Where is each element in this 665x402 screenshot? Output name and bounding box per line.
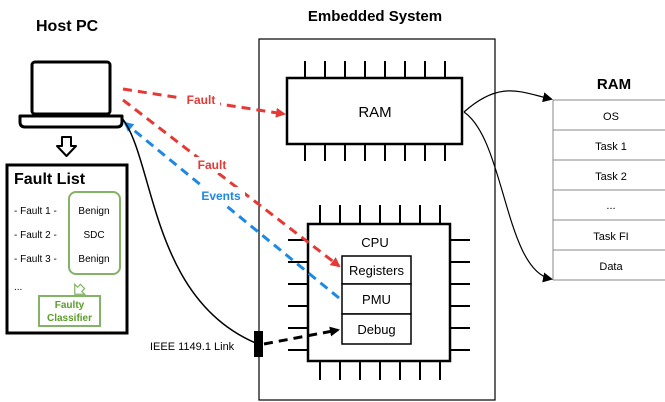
debug-label: Debug: [357, 322, 395, 337]
fault-list-title: Fault List: [14, 171, 86, 188]
classifier-label-line1: Faulty: [55, 300, 85, 311]
ram-map-row: Task 1: [595, 141, 627, 153]
fault-label: - Fault 2 -: [14, 230, 57, 241]
fault-list-panel: Fault List - Fault 1 - Benign - Fault 2 …: [5, 163, 129, 335]
embedded-system-title: Embedded System: [308, 8, 442, 25]
fault-result: Benign: [78, 254, 109, 265]
jtag-debug-arrow: [263, 326, 340, 346]
fault-ram-label-bg: [182, 92, 220, 108]
ram-chip-pins: [304, 61, 446, 161]
ram-map-row: ...: [606, 200, 615, 212]
pmu-label: PMU: [362, 292, 391, 307]
laptop-icon: [18, 60, 124, 129]
fault-registers-arrow: [122, 98, 341, 268]
fault-result: Benign: [78, 206, 109, 217]
jtag-connector: [254, 331, 263, 357]
events-label-bg: [197, 187, 245, 204]
classifier-label-line2: Classifier: [47, 313, 92, 324]
fault-label: - Fault 1 -: [14, 206, 57, 217]
jtag-cable: [121, 117, 259, 345]
classification-column: [68, 191, 121, 275]
events-arrow: [123, 121, 340, 300]
ram-chip: RAM: [285, 61, 464, 161]
host-pc-title: Host PC: [36, 18, 99, 35]
ram-map-row: Data: [599, 261, 623, 273]
ram-map-row: OS: [603, 111, 619, 123]
faulty-classifier-box: [38, 295, 101, 327]
fault-ram-label: Fault: [187, 93, 216, 107]
ram-map-title: RAM: [597, 76, 631, 93]
registers-label: Registers: [349, 263, 404, 278]
cpu-chip: CPU Registers PMU Debug: [288, 205, 470, 380]
ram-map-top-connector: [463, 90, 553, 113]
cpu-chip-label: CPU: [361, 235, 388, 250]
fault-registers-label-bg: [194, 157, 230, 173]
jtag-link-label: IEEE 1149.1 Link: [150, 341, 235, 353]
fault-list-ellipsis: ...: [14, 282, 22, 293]
events-label: Events: [201, 189, 241, 203]
up-arrow-icon: [74, 282, 87, 295]
cpu-chip-pins: [288, 205, 470, 380]
ram-chip-label: RAM: [358, 104, 391, 121]
registers-block: [341, 255, 412, 285]
ram-map-row: Task 2: [595, 171, 627, 183]
ram-map-table: [552, 99, 665, 281]
ram-map-row: Task FI: [593, 231, 628, 243]
embedded-system-frame: [258, 38, 496, 401]
fault-registers-label: Fault: [198, 158, 227, 172]
pmu-block: [341, 283, 412, 315]
down-arrow-icon: [56, 136, 77, 157]
debug-block: [341, 313, 412, 345]
fault-result: SDC: [83, 230, 104, 241]
fault-label: - Fault 3 -: [14, 254, 57, 265]
ram-map-bottom-connector: [463, 111, 553, 283]
